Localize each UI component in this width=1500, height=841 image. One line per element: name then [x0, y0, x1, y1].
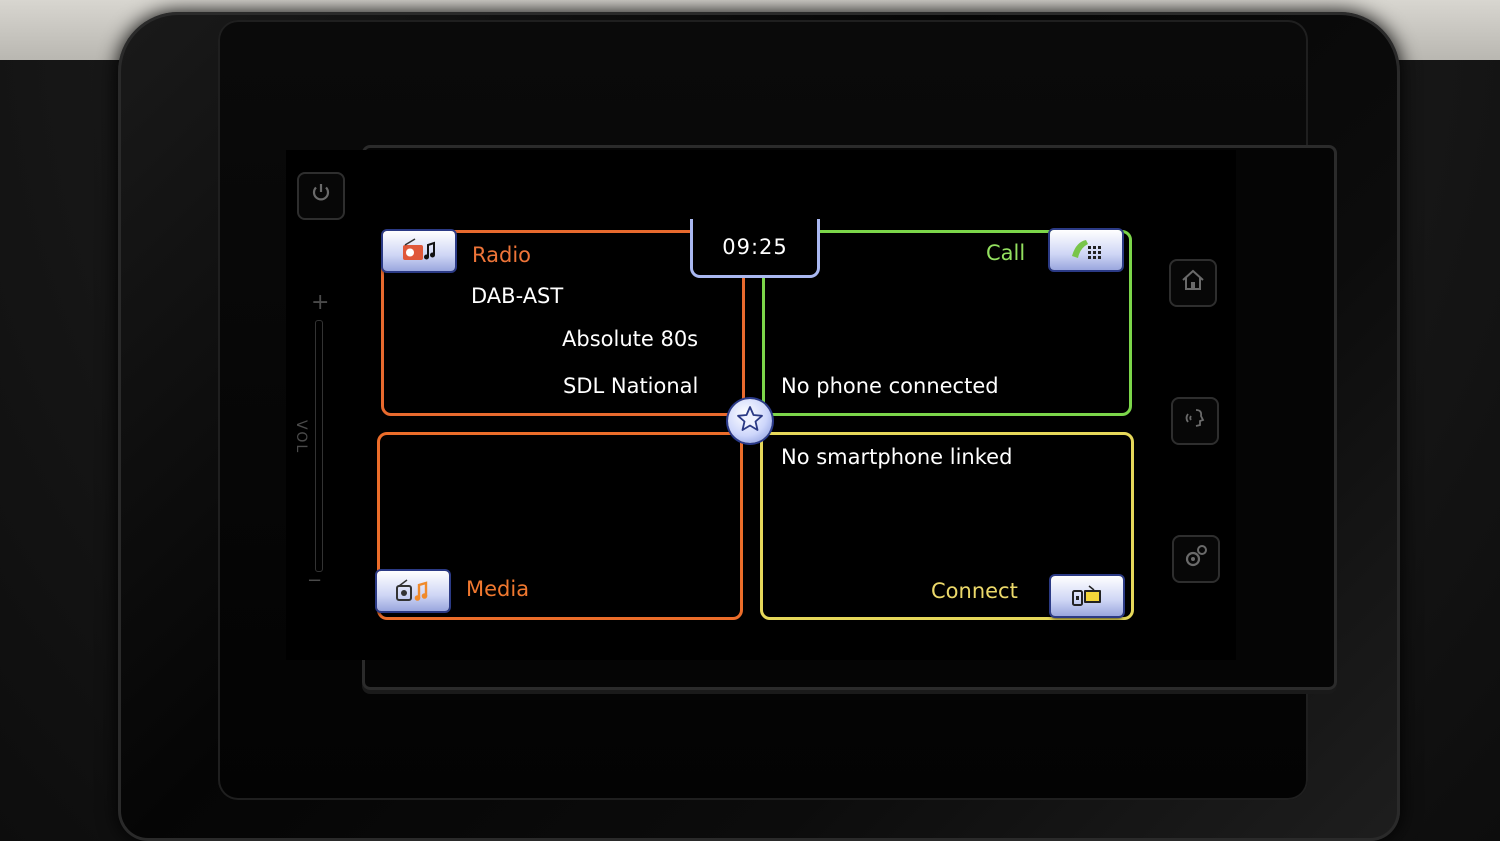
gear-icon	[1182, 542, 1210, 576]
volume-plus: +	[311, 290, 330, 315]
star-icon	[735, 404, 765, 438]
power-button[interactable]	[297, 172, 345, 220]
home-button[interactable]	[1169, 259, 1217, 307]
clock-display: 09:25	[690, 219, 820, 278]
home-icon	[1180, 267, 1206, 299]
call-status: No phone connected	[781, 374, 999, 398]
voice-button[interactable]	[1171, 397, 1219, 445]
clock-time: 09:25	[722, 235, 788, 259]
settings-button[interactable]	[1172, 535, 1220, 583]
smartphone-link-icon[interactable]	[1051, 576, 1123, 616]
media-title: Media	[466, 577, 530, 601]
media-icon[interactable]	[377, 571, 449, 611]
volume-minus: −	[307, 570, 323, 591]
volume-slider[interactable]: + VOL −	[293, 290, 335, 591]
radio-station: Absolute 80s	[562, 327, 699, 351]
voice-icon	[1182, 405, 1208, 437]
connect-status: No smartphone linked	[781, 445, 1013, 469]
radio-title: Radio	[472, 243, 532, 267]
radio-tile[interactable]	[381, 230, 745, 416]
radio-ensemble: SDL National	[563, 374, 699, 398]
favorites-button[interactable]	[728, 399, 772, 443]
radio-icon[interactable]	[383, 231, 455, 271]
media-tile[interactable]	[377, 432, 743, 620]
call-tile[interactable]	[762, 230, 1132, 416]
radio-source: DAB-AST	[471, 284, 564, 308]
volume-track	[315, 320, 323, 572]
connect-tile[interactable]	[760, 432, 1134, 620]
phone-icon[interactable]	[1050, 230, 1122, 270]
power-icon	[309, 181, 333, 211]
volume-label: VOL	[293, 420, 309, 455]
call-title: Call	[986, 241, 1026, 265]
connect-title: Connect	[931, 579, 1018, 603]
